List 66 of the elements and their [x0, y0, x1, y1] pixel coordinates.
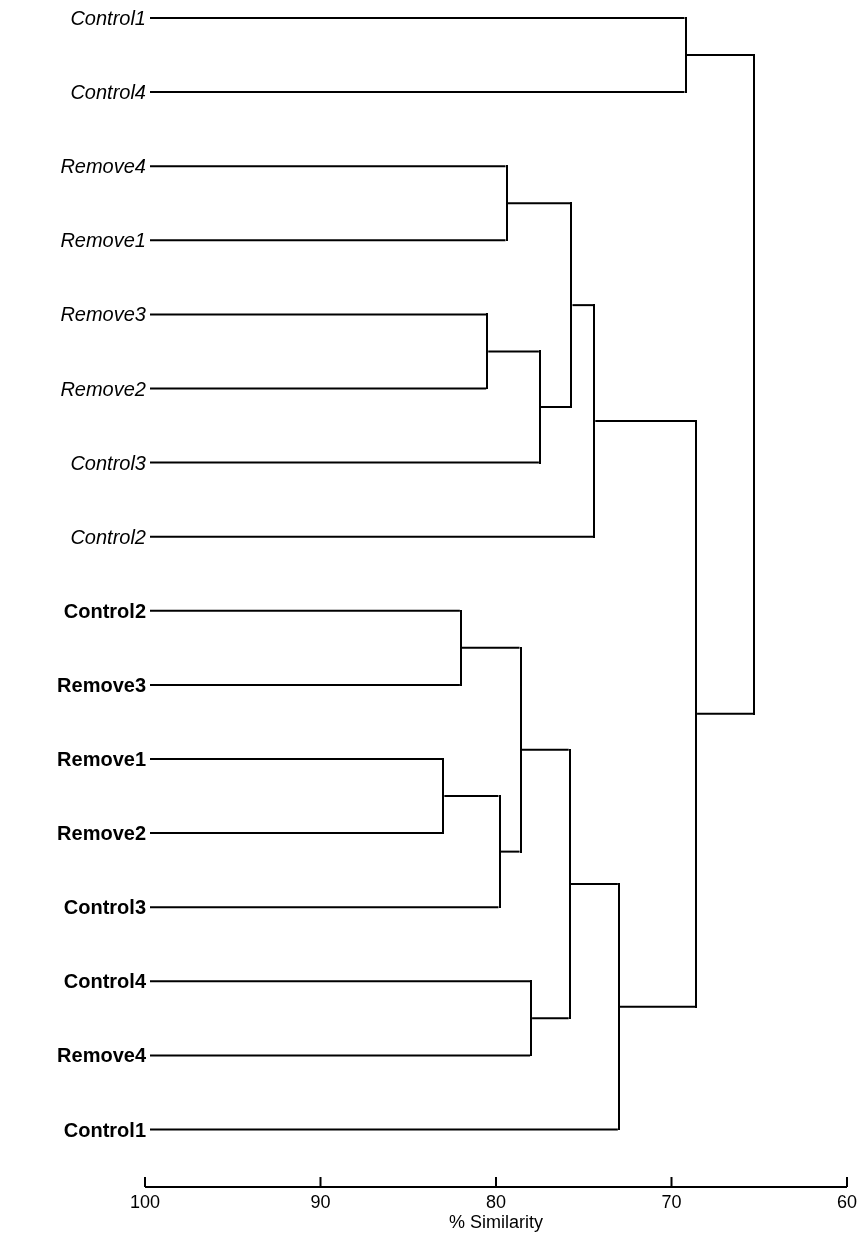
- dendrogram-branch: [149, 91, 686, 94]
- dendrogram-branch: [571, 304, 595, 307]
- dendrogram-branch: [149, 17, 686, 19]
- cluster-junction: [486, 313, 489, 390]
- cluster-junction: [519, 646, 522, 853]
- dendrogram-branch: [149, 683, 461, 686]
- sample-label: Remove2: [57, 821, 146, 846]
- cluster-junction: [570, 202, 573, 408]
- cluster-junction: [568, 748, 571, 1020]
- sample-label: Remove2: [60, 376, 146, 401]
- dendrogram-branch: [149, 1128, 619, 1131]
- dendrogram-branch: [539, 406, 572, 409]
- axis-tick-label: 60: [837, 1191, 858, 1213]
- dendrogram-branch: [594, 419, 697, 422]
- sample-label: Control4: [63, 969, 146, 994]
- cluster-junction: [530, 980, 533, 1057]
- axis-title: % Similarity: [449, 1211, 543, 1233]
- dendrogram-branch: [618, 1005, 697, 1008]
- dendrogram-branch: [149, 609, 461, 612]
- sample-label: Remove4: [57, 1043, 146, 1068]
- sample-label: Remove1: [60, 228, 146, 253]
- axis-tick-label: 80: [486, 1191, 507, 1213]
- sample-label: Control4: [70, 80, 146, 105]
- dendrogram-branch: [685, 54, 754, 57]
- cluster-junction: [695, 419, 698, 1008]
- dendrogram-branch: [531, 1017, 570, 1020]
- sample-label: Control2: [63, 598, 146, 623]
- cluster-junction: [538, 350, 541, 464]
- dendrogram-branch: [149, 1054, 532, 1057]
- axis-tick-label: 100: [130, 1191, 161, 1213]
- dendrogram-branch: [149, 758, 444, 760]
- sample-label: Remove4: [60, 154, 146, 179]
- sample-label: Control2: [70, 524, 146, 549]
- dendrogram-branch: [149, 906, 500, 909]
- axis-tick-label: 70: [661, 1191, 682, 1213]
- axis-tick-label: 90: [310, 1191, 331, 1213]
- cluster-junction: [593, 304, 596, 538]
- dendrogram-branch: [696, 712, 754, 715]
- sample-label: Remove3: [60, 302, 146, 327]
- sample-label: Control1: [63, 1117, 146, 1142]
- dendrogram-branch: [149, 313, 488, 316]
- dendrogram-branch: [149, 980, 532, 983]
- sample-label: Remove3: [57, 672, 146, 697]
- sample-label: Control3: [63, 895, 146, 920]
- dendrogram-branch: [569, 883, 619, 886]
- dendrogram-branch: [149, 461, 540, 464]
- dendrogram-branch: [487, 350, 540, 353]
- cluster-junction: [459, 609, 462, 686]
- cluster-junction: [505, 165, 508, 242]
- cluster-junction: [617, 883, 620, 1131]
- cluster-junction: [442, 758, 445, 835]
- dendrogram-branch: [149, 832, 444, 835]
- cluster-junction: [498, 795, 501, 909]
- dendrogram-branch: [506, 202, 572, 205]
- sample-label: Control3: [70, 450, 146, 475]
- dendrogram-branch: [149, 239, 507, 242]
- dendrogram-branch: [149, 387, 488, 390]
- dendrogram-branch: [499, 850, 521, 853]
- dendrogram-branch: [520, 748, 570, 751]
- dendrogram-branch: [443, 795, 500, 798]
- cluster-junction: [684, 17, 687, 94]
- dendrogram-branch: [149, 165, 507, 168]
- dendrogram-branch: [460, 646, 521, 649]
- sample-label: Remove1: [57, 747, 146, 771]
- dendrogram-branch: [149, 535, 595, 538]
- sample-label: Control1: [70, 6, 146, 30]
